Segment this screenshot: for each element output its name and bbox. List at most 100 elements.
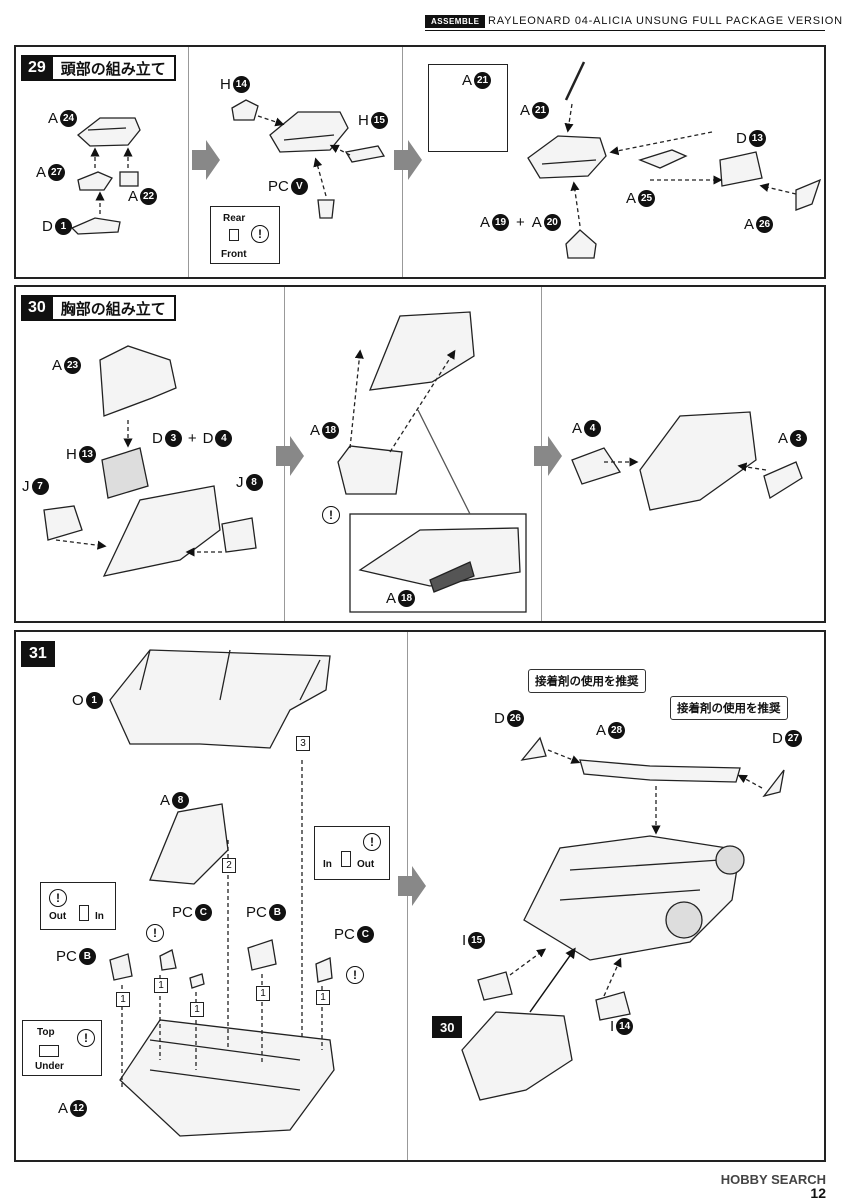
head-base-part [70,217,121,235]
waist-block-a8 [149,803,229,885]
in-out-note: ! In Out [314,826,390,880]
process-arrow-29b [394,140,422,180]
polycap-small [189,973,205,989]
tip-part-d26 [520,736,547,761]
arm-part-a25 [638,149,688,169]
step-29-divider-1 [188,47,189,277]
head-block-part [119,171,139,187]
polycap-b-mid [247,939,277,971]
detail-part-a18 [429,561,475,593]
step-29-badge: 29 頭部の組み立て [21,55,176,81]
polycap-v [317,199,335,219]
step-29-title: 頭部の組み立て [52,55,176,81]
chest-plate-a23 [99,345,177,417]
sequence-3: 3 [296,736,310,751]
sequence-1a: 1 [116,992,130,1007]
rear-front-note: Rear ! Front [210,206,280,264]
section-tag: ASSEMBLE [425,15,486,28]
sequence-1b: 1 [154,978,168,993]
chest-part-h13 [101,447,149,499]
side-module-d13 [719,151,763,187]
sequence-1e: 1 [316,990,330,1005]
neck-joint [565,229,597,259]
chest-finished [639,411,757,511]
step-31-panel [14,630,826,1162]
sequence-2: 2 [222,858,236,873]
detail-chest-view [358,527,521,587]
head-cap-part [231,99,259,121]
polycap-c-right [315,957,333,983]
page-number: 12 [810,1185,826,1201]
sequence-1d: 1 [256,986,270,1001]
head-assembly [269,111,349,153]
polycap-c-left [159,949,177,971]
glue-note-left: 接着剤の使用を推奨 [528,669,646,693]
chest-subassembly-30 [461,1011,573,1101]
chest-assembly-top [368,311,475,391]
chest-side-a4 [571,447,622,485]
top-under-note: Top ! Under [22,1020,102,1076]
step-31-badge: 31 [21,641,55,667]
head-side-plate [344,145,386,163]
clip-part-i15 [477,971,513,1001]
step-30-number: 30 [21,295,53,321]
chest-core [102,485,221,577]
step-29-panel [14,45,826,279]
chest-frame-a18 [337,445,403,495]
caution-icon-31a: ! [146,924,164,942]
antenna-detail-box [428,64,508,152]
head-full-assembly [527,135,607,179]
caution-icon: ! [251,225,269,243]
step-30-title: 胸部の組み立て [52,295,176,321]
process-arrow-31 [398,866,426,906]
step-31-number: 31 [21,641,55,667]
tip-part-d27 [762,769,785,798]
caution-icon-31b: ! [346,966,364,984]
clip-part-i14 [595,991,631,1021]
process-arrow-30b [534,436,562,476]
process-arrow-29a [192,140,220,180]
step-30-badge: 30 胸部の組み立て [21,295,176,321]
step-30-panel [14,285,826,623]
chest-part-j7 [43,505,83,541]
head-shell-part [76,117,141,147]
base-frame-a12 [119,1019,335,1137]
antenna-part [564,61,586,101]
chest-side-a3 [763,461,803,500]
polycap-b-left [109,953,133,981]
step-29-number: 29 [21,55,53,81]
process-arrow-30a [276,436,304,476]
head-inner-part [77,171,113,191]
